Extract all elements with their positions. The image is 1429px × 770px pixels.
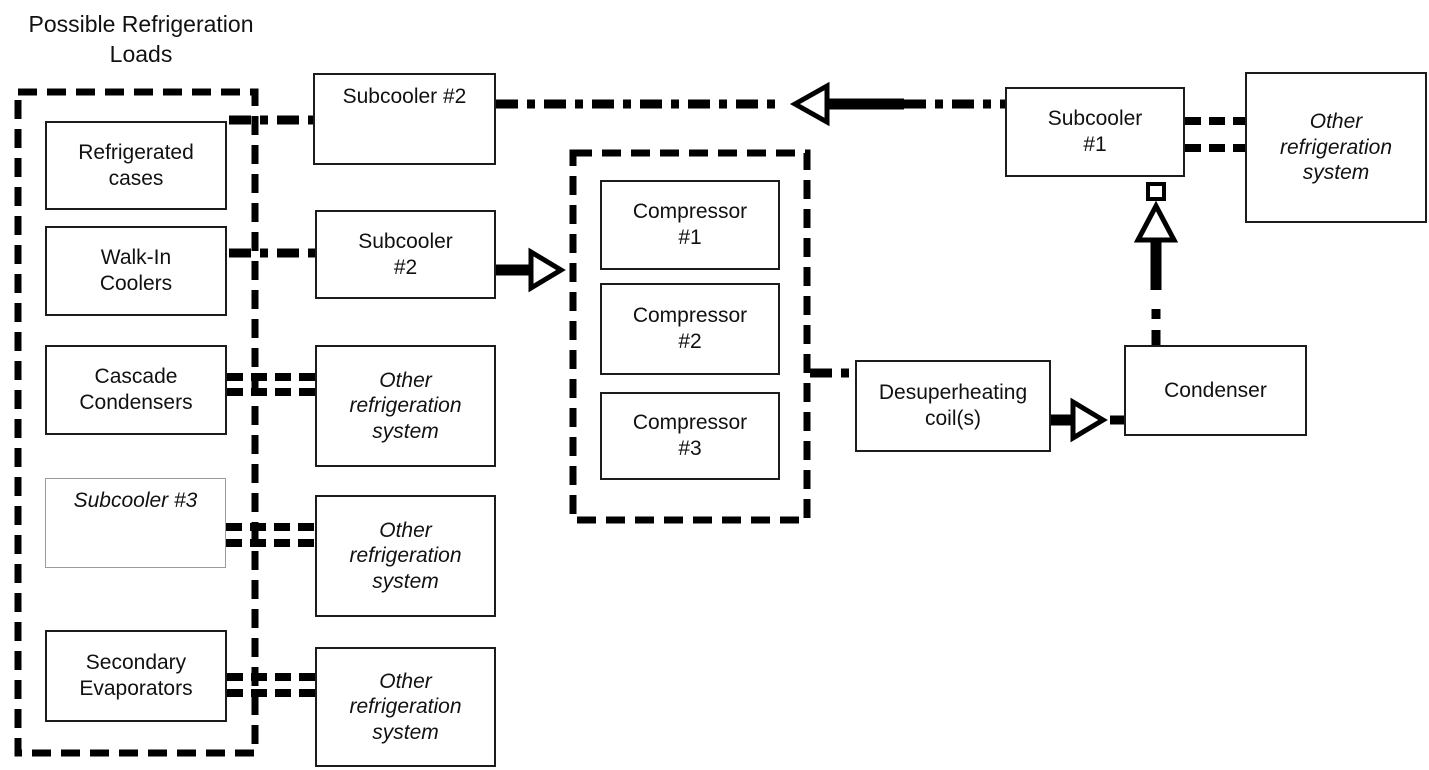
node-secondary-evaporators: Secondary Evaporators [45,630,227,722]
hollow-dash-below-subcooler1 [1146,182,1166,201]
node-compressor-1: Compressor #1 [600,180,780,270]
diagram-title: Possible Refrigeration Loads [28,11,254,67]
node-cascade-condensers: Cascade Condensers [45,345,227,435]
node-desuperheating-coils: Desuperheating coil(s) [855,360,1051,452]
arrowhead-into-condenser [1070,397,1108,443]
node-compressor-3: Compressor #3 [600,392,780,480]
node-subcooler-1: Subcooler #1 [1005,87,1185,177]
node-subcooler-3: Subcooler #3 [45,478,226,568]
node-subcooler-2-top: Subcooler #2 [313,73,496,165]
node-other-refrigeration-system-2: Other refrigeration system [315,495,496,617]
arrowhead-into-subcooler1 [1133,200,1179,243]
node-other-refrigeration-system-3: Other refrigeration system [315,647,496,767]
node-compressor-2: Compressor #2 [600,283,780,375]
node-condenser: Condenser [1124,345,1307,436]
possible-loads-group-border [14,88,259,757]
node-other-refrigeration-system-right: Other refrigeration system [1245,72,1427,223]
arrowhead-into-compressors [528,247,566,293]
node-subcooler-2-main: Subcooler #2 [315,210,496,299]
node-other-refrigeration-system-1: Other refrigeration system [315,345,496,467]
arrowhead-toward-subcooler2-top [789,81,830,127]
node-walk-in-coolers: Walk-In Coolers [45,226,227,316]
node-refrigerated-cases: Refrigerated cases [45,121,227,210]
compressors-group-border [569,149,811,524]
